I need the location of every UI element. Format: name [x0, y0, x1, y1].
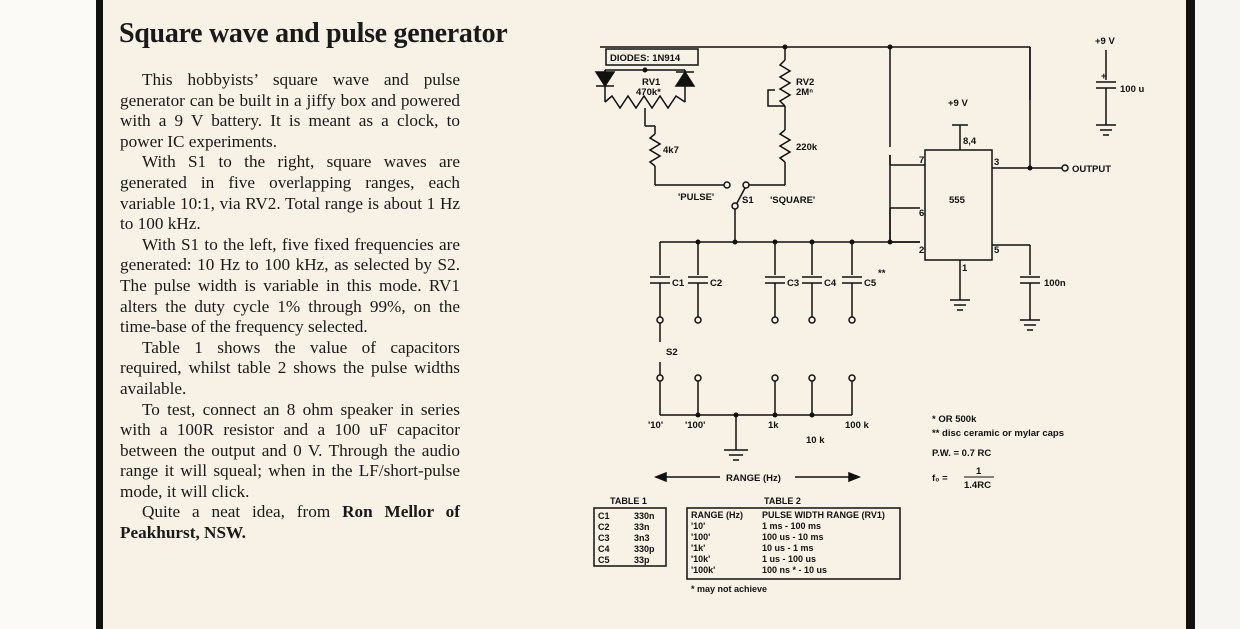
note-disc-caps: ** disc ceramic or mylar caps	[932, 428, 1064, 439]
credit-text: Quite a neat idea, from	[142, 502, 343, 522]
cap-c5: C5	[864, 278, 877, 289]
left-margin	[0, 0, 96, 629]
pin-7: 7	[919, 155, 924, 166]
table2-header-range: RANGE (Hz)	[691, 510, 743, 520]
pin-3: 3	[994, 157, 999, 168]
range-10: '10'	[648, 420, 663, 431]
table1-c1-value: 330n	[634, 511, 655, 521]
frequency-label: f₀ =	[932, 473, 948, 484]
table1-c4: C4	[598, 544, 610, 554]
cap-100u: 100 u	[1120, 84, 1144, 95]
cap-polarity: +	[1101, 71, 1107, 82]
rv2-value: 2Mⁿ	[796, 87, 813, 98]
table2-header-width: PULSE WIDTH RANGE (RV1)	[762, 510, 885, 520]
frequency-denominator: 1.4RC	[964, 480, 991, 491]
resistor-220k: 220k	[796, 142, 818, 153]
cap-c2: C2	[710, 278, 722, 289]
s2-label: S2	[666, 347, 678, 358]
supply-ic-label: +9 V	[948, 98, 968, 109]
range-1k: 1k	[768, 420, 779, 431]
table2-range-10: '10'	[691, 521, 705, 531]
range-100: '100'	[685, 420, 705, 431]
cap-100n: 100n	[1044, 278, 1066, 289]
ic-555-label: 555	[949, 195, 966, 206]
table2-width-10: 1 ms - 100 ms	[762, 521, 821, 531]
supply-top-label: +9 V	[1095, 36, 1115, 47]
rv1-value: 470k*	[636, 87, 661, 98]
rv1-name: RV1	[642, 77, 661, 88]
pin-8-4: 8,4	[963, 136, 977, 147]
pin-5: 5	[994, 245, 1000, 256]
range-10k: 10 k	[806, 435, 825, 446]
cap-c3: C3	[787, 278, 799, 289]
pulse-width-formula: P.W. = 0.7 RC	[932, 448, 991, 459]
table2-width-100: 100 us - 10 ms	[762, 532, 824, 542]
s1-label: S1	[742, 195, 754, 206]
square-label: 'SQUARE'	[770, 195, 815, 206]
paragraph-pulse-mode: With S1 to the left, five fixed frequenc…	[120, 234, 460, 337]
paragraph-credit: Quite a neat idea, from Ron Mellor of Pe…	[120, 502, 460, 543]
author-name: Ron Mellor of Peakhurst, NSW.	[120, 502, 460, 543]
table2-range-100: '100'	[691, 532, 710, 542]
table1-c2: C2	[598, 522, 610, 532]
pulse-label: 'PULSE'	[678, 192, 714, 203]
rv2-name: RV2	[796, 77, 814, 88]
table1-c5-value: 33p	[634, 555, 650, 565]
table1-c3-value: 3n3	[634, 533, 650, 543]
pin-6: 6	[919, 208, 924, 219]
cap-c5-note-mark: **	[878, 268, 886, 279]
page-border-right	[1186, 0, 1195, 629]
paragraph-intro: This hobbyists’ square wave and pulse ge…	[120, 70, 460, 151]
table2-title: TABLE 2	[764, 496, 801, 506]
diodes-label: DIODES: 1N914	[610, 53, 681, 64]
table1-title: TABLE 1	[610, 496, 647, 506]
range-100k: 100 k	[845, 420, 869, 431]
pin-1: 1	[962, 263, 968, 274]
note-or-500k: * OR 500k	[932, 414, 977, 425]
right-margin	[1195, 0, 1240, 629]
table2-range-1k: '1k'	[691, 543, 705, 553]
resistor-4k7: 4k7	[663, 145, 679, 156]
range-axis-label: RANGE (Hz)	[726, 473, 781, 484]
table2-width-100k: 100 ns * - 10 us	[762, 565, 827, 575]
table1-c2-value: 33n	[634, 522, 650, 532]
table2-range-100k: '100k'	[691, 565, 715, 575]
output-label: OUTPUT	[1072, 164, 1111, 175]
table1-c3: C3	[598, 533, 610, 543]
table2-width-10k: 1 us - 100 us	[762, 554, 816, 564]
pin-2: 2	[919, 245, 924, 256]
paragraph-test: To test, connect an 8 ohm speaker in ser…	[120, 399, 460, 501]
table2-range-10k: '10k'	[691, 554, 710, 564]
paragraph-square-mode: With S1 to the right, square waves are g…	[120, 152, 460, 234]
cap-c1: C1	[672, 278, 685, 289]
circuit-schematic: DIODES: 1N914 RV1 470k* RV2 2Mⁿ 4k7 220k…	[593, 36, 1144, 594]
table2-footnote: * may not achieve	[691, 584, 767, 594]
table1-c4-value: 330p	[634, 544, 655, 554]
table1-c5: C5	[598, 555, 610, 565]
article-body: This hobbyists’ square wave and pulse ge…	[120, 70, 460, 544]
cap-c4: C4	[824, 278, 837, 289]
paragraph-tables: Table 1 shows the value of capacitors re…	[120, 337, 460, 398]
table2-width-1k: 10 us - 1 ms	[762, 543, 814, 553]
page-border-left	[96, 0, 103, 629]
frequency-numerator: 1	[976, 466, 982, 477]
article-title: Square wave and pulse generator	[119, 18, 508, 49]
table1-c1: C1	[598, 511, 610, 521]
